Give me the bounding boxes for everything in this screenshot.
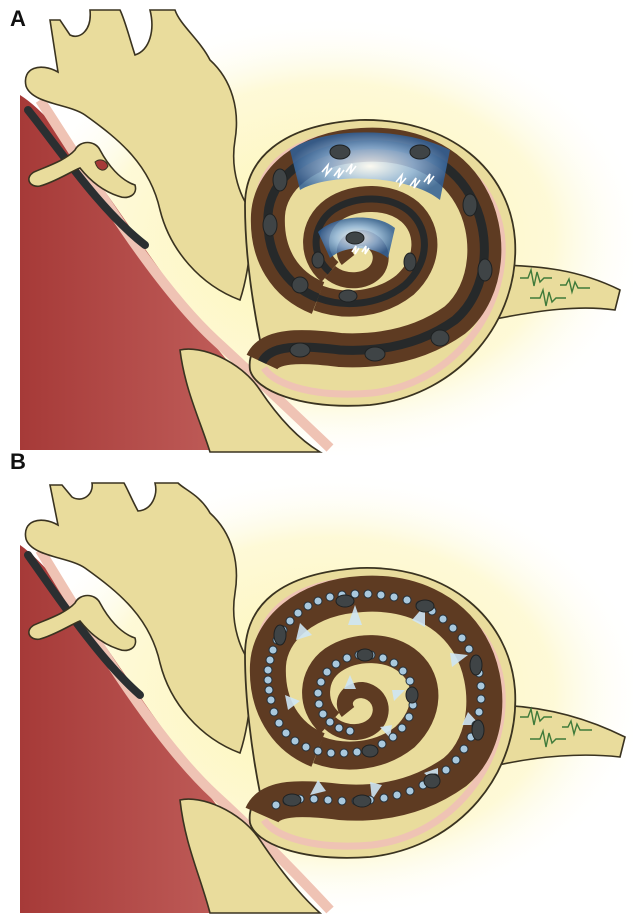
cochlea-illustration-b [0, 455, 633, 915]
panel-a: A [0, 0, 633, 455]
panel-b: B [0, 455, 633, 915]
cochlea-illustration-a [0, 0, 633, 455]
